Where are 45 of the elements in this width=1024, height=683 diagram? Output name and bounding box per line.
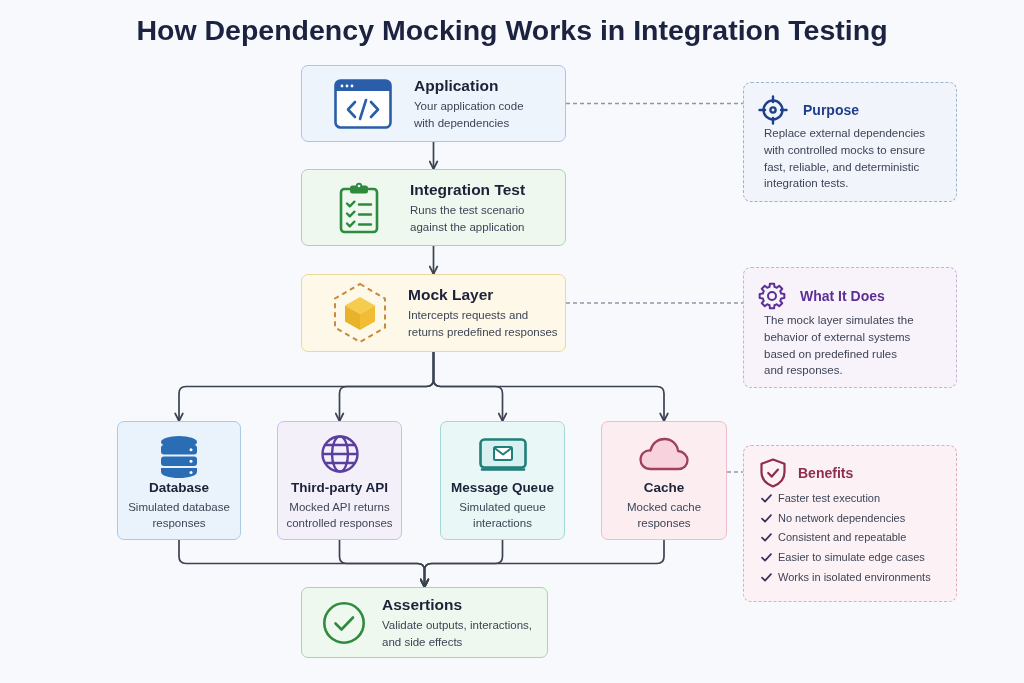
dependency-card	[601, 421, 727, 540]
info-panel	[743, 267, 957, 388]
card-title: Database	[148, 479, 209, 496]
dependency-card	[277, 421, 402, 540]
benefit-item: No network dependencies	[778, 510, 906, 526]
panel-text: The mock layer simulates the behavior of external systems based on predefined rules and responses.	[764, 313, 915, 379]
arrow	[419, 539, 665, 588]
arrow	[428, 245, 439, 275]
panel-heading: Benefits	[798, 464, 854, 482]
dependency-card	[440, 421, 565, 540]
card-description: Simulated queue interactions	[458, 500, 547, 531]
benefit-item: Consistent and repeatable	[778, 530, 907, 546]
card-title: Message Queue	[451, 479, 554, 496]
step-description: Intercepts requests and returns predefined responses	[408, 308, 559, 340]
info-panel	[743, 82, 957, 202]
diagram-title: How Dependency Mocking Works in Integration Testing	[136, 14, 888, 47]
dashed-connector	[565, 102, 744, 105]
step-title: Application	[414, 75, 499, 95]
step-title: Integration Test	[410, 179, 526, 199]
dashed-connector	[726, 471, 744, 473]
benefit-item: Works in isolated environments	[778, 569, 931, 585]
dashed-connector	[565, 302, 744, 304]
process-card	[301, 65, 566, 142]
card-title: Third-party API	[291, 479, 388, 496]
benefit-item: Easier to simulate edge cases	[778, 550, 925, 566]
benefit-item: Faster test execution	[778, 491, 881, 507]
panel-heading: What It Does	[800, 287, 885, 305]
arrow	[432, 351, 669, 422]
panel-text: Replace external dependencies with controlled mocks to ensure fast, reliable, and deterministic integration tests.	[764, 126, 927, 192]
dependency-card	[117, 421, 241, 540]
card-title: Cache	[643, 479, 685, 496]
process-card	[301, 169, 566, 246]
panel-heading: Purpose	[803, 101, 859, 119]
arrow	[428, 141, 439, 170]
info-panel	[743, 445, 957, 602]
card-description: Mocked cache responses	[625, 500, 703, 531]
step-description: Your application code with dependencies	[414, 98, 525, 131]
card-description: Simulated database responses	[127, 500, 231, 531]
step-title: Assertions	[382, 594, 463, 614]
step-description: Runs the test scenario against the application	[410, 202, 526, 235]
step-title: Mock Layer	[408, 285, 494, 304]
card-description: Mocked API returns controlled responses	[285, 500, 394, 531]
step-description: Validate outputs, interactions, and side effects	[382, 617, 534, 650]
process-card	[301, 274, 566, 352]
process-card	[301, 587, 548, 658]
